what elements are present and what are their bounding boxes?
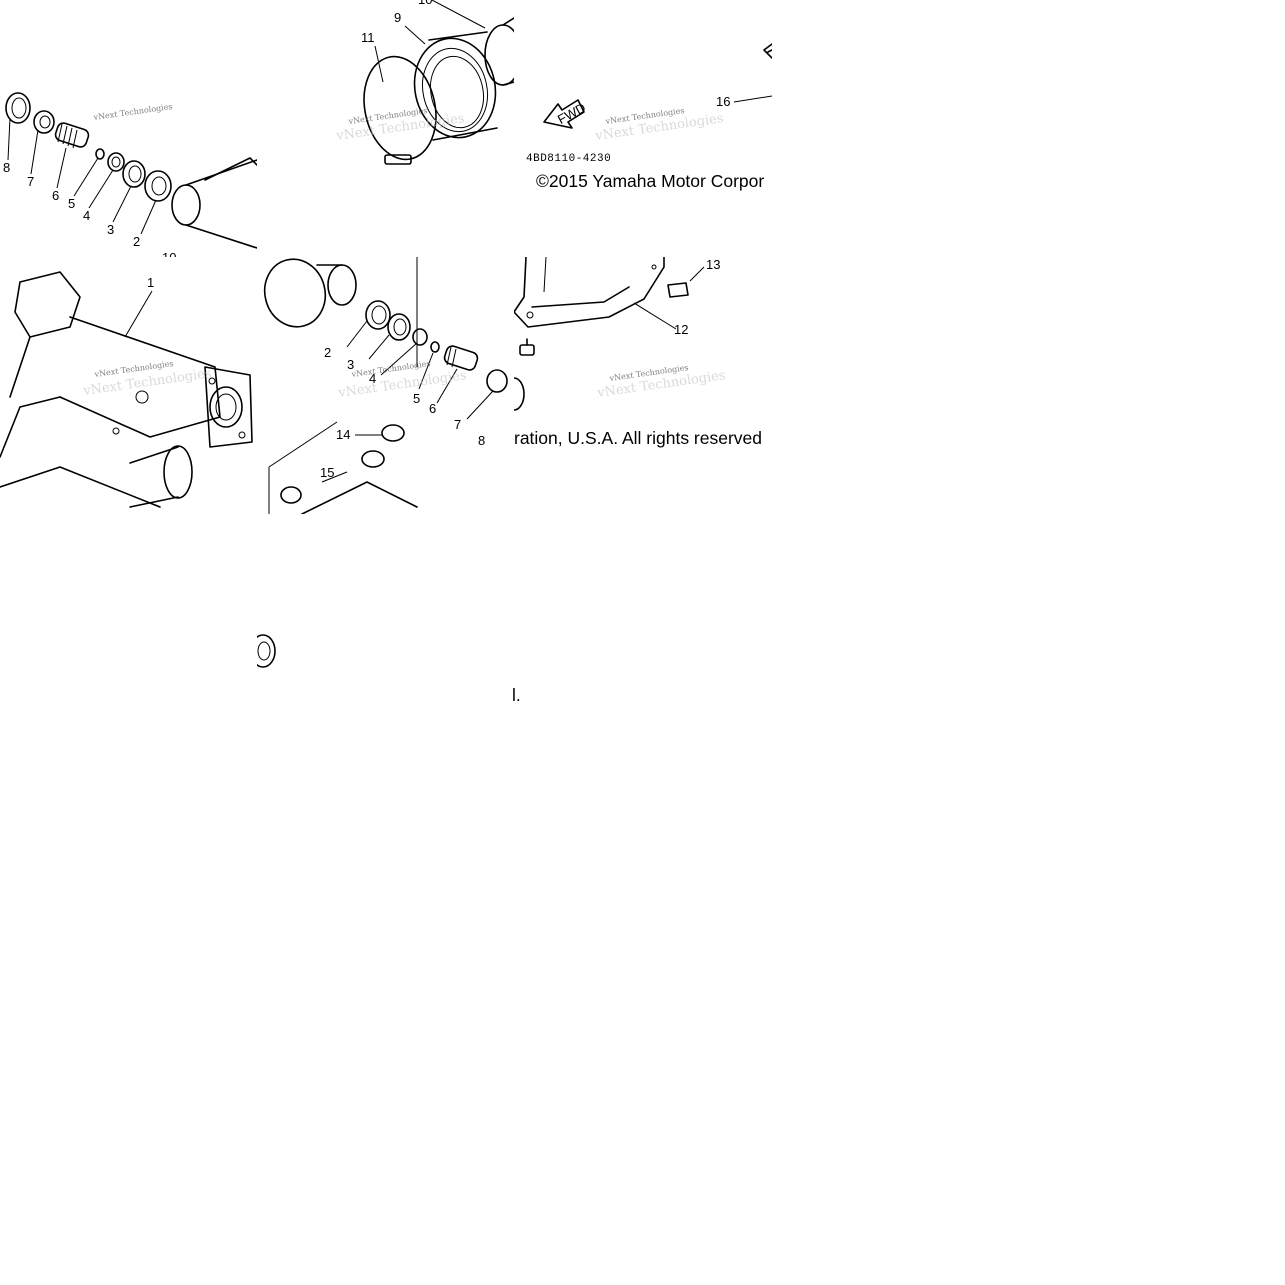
part-2-bearing — [365, 300, 391, 330]
boot-ring — [263, 258, 327, 328]
svg-text:8: 8 — [478, 433, 485, 448]
part-8-bushing — [514, 377, 525, 411]
part-14-grommet — [361, 424, 405, 468]
part-11-clamp-band — [363, 55, 437, 165]
part-16-bracket — [763, 43, 772, 59]
part-6-shaft — [443, 345, 479, 371]
callout-6: 6 — [52, 188, 59, 203]
bearing-stack-right-drawing: 2 3 4 5 6 7 14 15 vNext Technologies vNe… — [263, 257, 508, 514]
diagram-tile-bearing-stack-right: 2 3 4 5 6 7 14 15 vNext Technologies vNe… — [257, 257, 514, 514]
callout-10-top: 10 — [418, 0, 432, 7]
callout-14: 14 — [336, 427, 350, 442]
callout-7: 7 — [27, 174, 34, 189]
part-3-seal — [387, 313, 411, 341]
part-6-shaft — [54, 122, 90, 149]
diagram-tile-chain-guard: 13 12 vNext Technologies vNext Technolog… — [514, 257, 772, 514]
callout-12: 12 — [674, 322, 688, 337]
callout-13: 13 — [706, 257, 720, 272]
callout-8: 8 — [3, 160, 10, 175]
part-1-swingarm — [0, 271, 253, 508]
part-4-seal — [412, 328, 428, 346]
callout-6: 6 — [429, 401, 436, 416]
part-8-bushing-fragment — [257, 634, 276, 668]
diagram-tile-boot-clamp: 11 9 10 vNext Technologies vNext Technol… — [257, 0, 514, 257]
bolt — [519, 338, 535, 356]
watermark: vNext Technologies — [92, 102, 173, 122]
part-15-cap — [280, 486, 302, 504]
fwd-partcode-drawing: FWD 16 4BD8110-4230 vNext Technologies v… — [526, 43, 772, 165]
callout-10: 10 — [162, 250, 176, 257]
diagram-tile-fragment — [257, 514, 514, 771]
copyright-line-2: ration, U.S.A. All rights reserved — [514, 428, 763, 448]
part-7-collar — [486, 369, 508, 393]
part-2-bearing — [144, 170, 172, 202]
callout-11: 11 — [361, 30, 375, 45]
boot-clamp-drawing: 11 9 10 vNext Technologies vNext Technol… — [334, 0, 514, 165]
callout-5: 5 — [413, 391, 420, 406]
diagram-tile-bearing-stack-left: 8 7 6 5 4 3 2 10 vNext Technologies — [0, 0, 257, 257]
callout-3: 3 — [107, 222, 114, 237]
swingarm-drawing: 1 vNext Technologies vNext Technologies — [0, 271, 253, 508]
bearing-stack-drawing: 8 7 6 5 4 3 2 10 vNext Technologies — [3, 92, 257, 257]
callout-4: 4 — [369, 371, 376, 386]
diagram-tile-swingarm: 1 vNext Technologies vNext Technologies — [0, 257, 257, 514]
part-5-o-ring — [95, 148, 105, 160]
callout-3: 3 — [347, 357, 354, 372]
part-5-o-ring — [430, 341, 440, 353]
part-4-seal — [107, 152, 125, 172]
copyright-line-3: l. — [512, 685, 521, 705]
part-10-tube — [484, 17, 514, 86]
diagram-tile-fwd-partcode: FWD 16 4BD8110-4230 vNext Technologies v… — [514, 0, 772, 257]
part-3-seal — [122, 160, 146, 188]
part-12-guard — [514, 257, 665, 328]
part-code: 4BD8110-4230 — [526, 153, 611, 165]
callout-2: 2 — [133, 234, 140, 249]
part-8-bushing — [5, 92, 31, 124]
fragment-drawing — [257, 634, 276, 668]
svg-text:FWD: FWD — [555, 100, 588, 127]
callout-1: 1 — [147, 275, 154, 290]
part-9-boot — [413, 31, 498, 141]
callout-4: 4 — [83, 208, 90, 223]
callout-2: 2 — [324, 345, 331, 360]
callout-7: 7 — [454, 417, 461, 432]
chain-guard-drawing: 13 12 vNext Technologies vNext Technolog… — [514, 257, 726, 411]
callout-9: 9 — [394, 10, 401, 25]
swingarm-pivot-tube — [171, 157, 257, 249]
callout-15: 15 — [320, 465, 334, 480]
part-7-collar — [33, 110, 55, 134]
callout-8-right: 8 — [478, 433, 485, 448]
fwd-arrow-icon: FWD — [543, 99, 588, 129]
pivot-tube-end — [316, 264, 357, 306]
callout-16: 16 — [716, 94, 730, 109]
part-13-pad — [667, 282, 689, 298]
callout-5: 5 — [68, 196, 75, 211]
copyright-line-1: ©2015 Yamaha Motor Corpor — [536, 171, 765, 191]
